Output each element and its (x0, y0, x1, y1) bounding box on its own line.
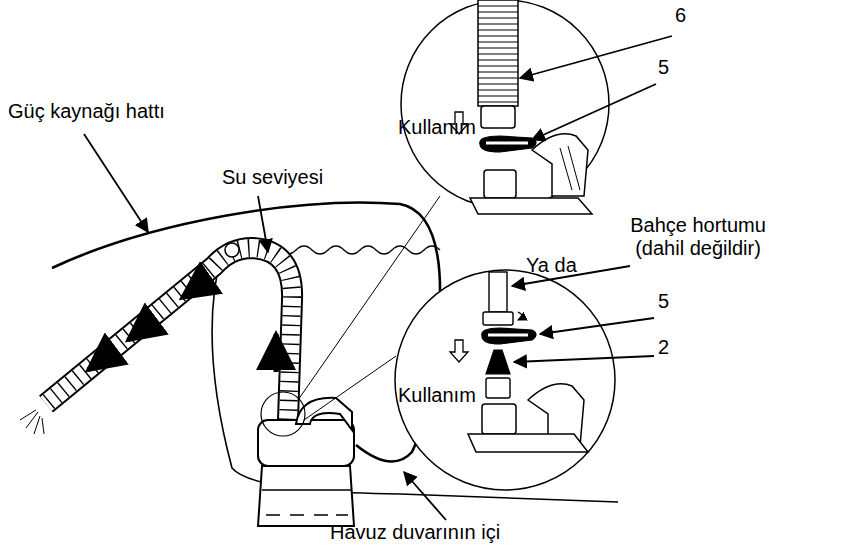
usage-label: Kullanım (398, 384, 476, 407)
flow-arrow (274, 334, 279, 372)
adapter-base (486, 378, 510, 398)
hose-part (478, 0, 518, 106)
note-label: Ya da (526, 254, 577, 277)
flow-arrow (182, 282, 205, 298)
leader-arrow (520, 36, 672, 78)
leader-arrow (258, 196, 268, 252)
pool-wall (212, 252, 618, 502)
part-label: Bahçe hortumu (dahil değildir) (618, 214, 778, 260)
hose-ribs (478, 6, 518, 102)
usage-label: Kullanım (398, 116, 476, 139)
outlet-fitting (482, 404, 516, 434)
leader-arrow (532, 84, 656, 140)
pump-top-detail (470, 198, 592, 214)
pump-base (262, 490, 352, 515)
direction-arrow (450, 340, 468, 362)
hose-ribs (46, 248, 292, 420)
clamp-slot (488, 334, 528, 337)
clamp-part (482, 328, 536, 344)
hose-fill (46, 248, 292, 420)
callout-number: 5 (658, 56, 669, 79)
leader-arrow (514, 356, 654, 362)
inset-circle (395, 270, 615, 490)
hose-hook (225, 243, 239, 257)
pump-top-detail (468, 434, 588, 452)
callout-number: 5 (658, 290, 669, 313)
water-spray (20, 410, 44, 434)
callout-number: 2 (658, 336, 669, 359)
inset-circle (401, 0, 609, 208)
handle-ribs (560, 146, 580, 190)
leader-line (304, 356, 396, 420)
garden-hose (489, 272, 507, 312)
hose-outline (46, 248, 292, 420)
turn-arrow (518, 312, 522, 320)
hose-nut (483, 312, 513, 325)
pump-handle-detail (532, 134, 588, 196)
outlet-fitting (484, 170, 516, 198)
flow-arrow (128, 322, 152, 340)
pump-housing (258, 420, 354, 466)
leader-arrow (84, 134, 148, 232)
pump-body (258, 466, 354, 526)
callout-number: 6 (675, 4, 686, 27)
clamp-part (480, 136, 536, 152)
leader-arrow (404, 472, 446, 520)
flow-arrow (88, 352, 112, 370)
part-label: Güç kaynağı hattı (8, 100, 165, 123)
adapter-part (486, 350, 510, 374)
hose-cuff (481, 106, 515, 128)
part-label: Havuz duvarının içi (330, 521, 500, 544)
part-label: Su seviyesi (222, 166, 323, 189)
clamp-slot (486, 142, 528, 145)
leader-arrow (540, 318, 654, 334)
